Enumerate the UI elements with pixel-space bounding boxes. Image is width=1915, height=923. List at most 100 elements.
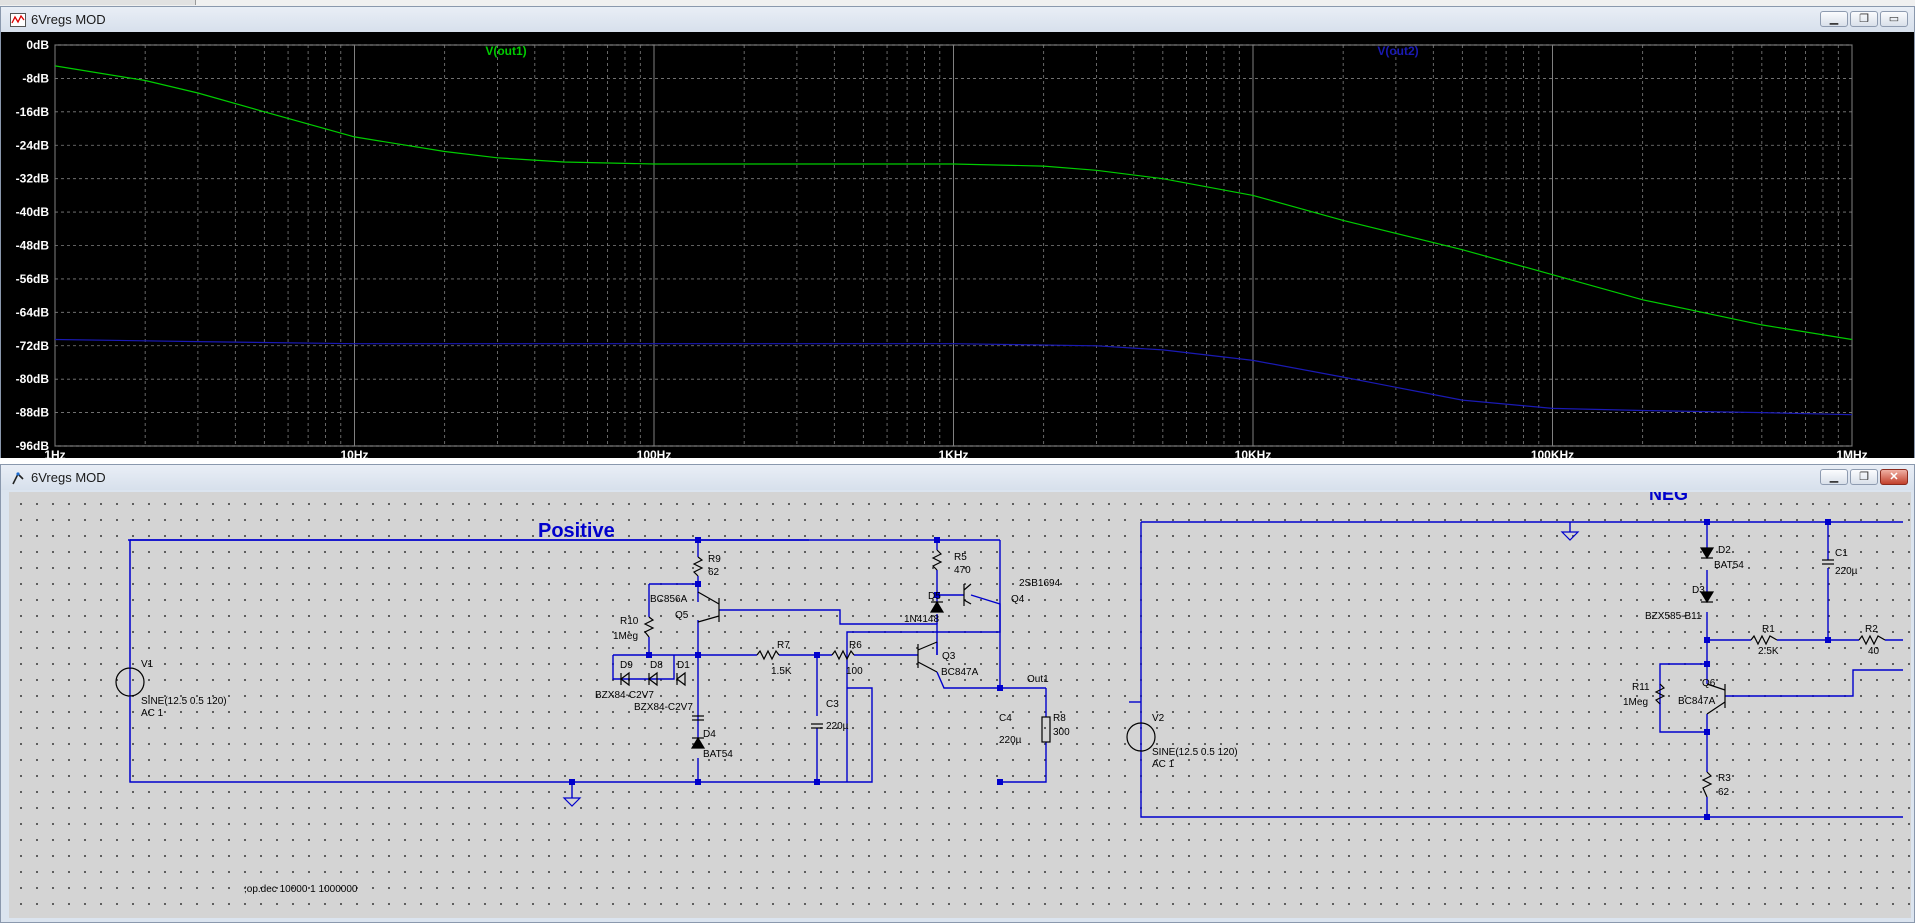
r6-name: R6 bbox=[849, 640, 862, 651]
schematic-titlebar[interactable]: 6Vregs MOD ▁ ❐ ✕ bbox=[1, 465, 1914, 490]
r2-value: 40 bbox=[1868, 646, 1880, 657]
v2-name: V2 bbox=[1152, 713, 1165, 724]
y-tick-label: -80dB bbox=[16, 372, 50, 386]
close-icon: ✕ bbox=[1889, 471, 1899, 483]
d9-name: D9 bbox=[620, 660, 633, 671]
r9-symbol bbox=[692, 556, 704, 577]
maximize-icon: ❐ bbox=[1859, 13, 1869, 25]
close-button[interactable]: ✕ bbox=[1880, 469, 1908, 485]
section-label-neg: NEG bbox=[1649, 492, 1688, 504]
trace-vout2 bbox=[54, 338, 1853, 416]
r6-value: 100 bbox=[846, 666, 863, 677]
waveform-titlebar[interactable]: 6Vregs MOD ▁ ❐ ▭ bbox=[1, 7, 1914, 32]
c4-value: 220µ bbox=[999, 735, 1022, 746]
x-tick-label: 1Hz bbox=[44, 448, 65, 458]
ground-icon bbox=[1560, 531, 1580, 541]
section-label-positive: Positive bbox=[538, 520, 615, 542]
v1-value: SINE(12.5 0.5 120) bbox=[141, 696, 227, 707]
y-tick-label: -88dB bbox=[16, 406, 50, 420]
close-button[interactable]: ▭ bbox=[1880, 11, 1908, 27]
q5-model: BC856A bbox=[650, 594, 688, 605]
d4-name: D4 bbox=[703, 729, 716, 740]
maximize-button[interactable]: ❐ bbox=[1850, 11, 1878, 27]
y-tick-label: -72dB bbox=[16, 339, 50, 353]
v2-ac: AC 1 bbox=[1152, 759, 1175, 770]
trace-label-vout1[interactable]: V(out1) bbox=[485, 44, 526, 58]
d3-name: D3 bbox=[1692, 585, 1705, 596]
r10-value: 1Meg bbox=[613, 631, 638, 642]
minimize-icon: ▁ bbox=[1829, 13, 1839, 25]
v1-name: V1 bbox=[141, 659, 154, 670]
schematic-canvas[interactable]: Positive NEG ;op.dec 10000 1 1000000 V1 … bbox=[9, 492, 1911, 918]
r2-name: R2 bbox=[1865, 624, 1878, 635]
y-tick-label: -96dB bbox=[16, 439, 50, 453]
v1-ac: AC 1 bbox=[141, 708, 164, 719]
r11-value: 1Meg bbox=[1623, 697, 1648, 708]
d8-name: D8 bbox=[650, 660, 663, 671]
minimize-button[interactable]: ▁ bbox=[1820, 469, 1848, 485]
schematic-drawing[interactable]: Positive NEG ;op.dec 10000 1 1000000 V1 … bbox=[9, 492, 1911, 918]
d4-model: BAT54 bbox=[703, 749, 733, 760]
r7-name: R7 bbox=[777, 640, 790, 651]
wires bbox=[128, 521, 1903, 818]
mdi-tab[interactable] bbox=[0, 0, 196, 5]
r7-symbol bbox=[756, 649, 780, 661]
c3-name: C3 bbox=[826, 699, 839, 710]
d9-symbol bbox=[620, 671, 630, 687]
d2-name: D2 bbox=[1718, 545, 1731, 556]
mdi-tab-strip bbox=[0, 0, 1915, 6]
q6-name: Q6 bbox=[1702, 678, 1716, 689]
r5-value: 470 bbox=[954, 565, 971, 576]
plot-traces bbox=[54, 65, 1853, 416]
r5-symbol bbox=[931, 549, 943, 571]
d2-model: BAT54 bbox=[1714, 560, 1744, 571]
q4-model: 2SB1694 bbox=[1019, 578, 1061, 589]
c3-value: 220µ bbox=[826, 721, 849, 732]
minimize-button[interactable]: ▁ bbox=[1820, 11, 1848, 27]
y-tick-label: -8dB bbox=[22, 71, 49, 85]
r11-symbol bbox=[1654, 683, 1666, 705]
net-label-out1[interactable]: Out1 bbox=[1027, 674, 1049, 685]
x-tick-label: 1MHz bbox=[1836, 448, 1867, 458]
junctions bbox=[569, 519, 1831, 820]
y-tick-label: -32dB bbox=[16, 172, 50, 186]
r9-value: 62 bbox=[708, 567, 720, 578]
x-tick-label: 1KHz bbox=[938, 448, 968, 458]
r1-name: R1 bbox=[1762, 624, 1775, 635]
d5-symbol bbox=[929, 600, 945, 613]
schematic-icon bbox=[12, 472, 24, 485]
c4-name: C4 bbox=[999, 713, 1012, 724]
spice-directive[interactable]: ;op.dec 10000 1 1000000 bbox=[244, 884, 358, 895]
y-tick-label: -48dB bbox=[16, 239, 50, 253]
y-tick-label: -24dB bbox=[16, 138, 50, 152]
y-tick-label: -64dB bbox=[16, 305, 50, 319]
q4-name: Q4 bbox=[1011, 594, 1025, 605]
minimize-icon: ▁ bbox=[1829, 471, 1839, 483]
r3-symbol bbox=[1701, 771, 1713, 798]
d5-name: D5 bbox=[928, 591, 941, 602]
r8-value: 300 bbox=[1053, 727, 1070, 738]
q3-name: Q3 bbox=[942, 651, 956, 662]
y-axis: 0dB-8dB-16dB-24dB-32dB-40dB-48dB-56dB-64… bbox=[16, 38, 50, 453]
r1-symbol bbox=[1750, 634, 1778, 646]
maximize-icon: ❐ bbox=[1859, 471, 1869, 483]
x-tick-label: 100KHz bbox=[1531, 448, 1574, 458]
r5-name: R5 bbox=[954, 552, 967, 563]
waveform-plot[interactable]: 0dB-8dB-16dB-24dB-32dB-40dB-48dB-56dB-64… bbox=[1, 32, 1914, 458]
plot-grid bbox=[54, 44, 1853, 447]
waveform-window: 6Vregs MOD ▁ ❐ ▭ 0dB-8dB-16dB-24dB-32dB-… bbox=[0, 6, 1915, 458]
component-labels: Positive NEG ;op.dec 10000 1 1000000 V1 … bbox=[141, 492, 1880, 895]
r9-name: R9 bbox=[708, 554, 721, 565]
q5-name: Q5 bbox=[675, 610, 689, 621]
y-tick-label: 0dB bbox=[26, 38, 49, 52]
maximize-button[interactable]: ❐ bbox=[1850, 469, 1878, 485]
trace-label-vout2[interactable]: V(out2) bbox=[1377, 44, 1418, 58]
waveform-icon bbox=[10, 13, 26, 27]
r2-symbol bbox=[1858, 634, 1886, 646]
r3-value: 62 bbox=[1718, 787, 1730, 798]
x-tick-label: 10Hz bbox=[340, 448, 368, 458]
r3-name: R3 bbox=[1718, 773, 1731, 784]
d-overlap-model: BZX84-C2V7 bbox=[634, 702, 693, 713]
close-icon: ▭ bbox=[1888, 13, 1900, 25]
